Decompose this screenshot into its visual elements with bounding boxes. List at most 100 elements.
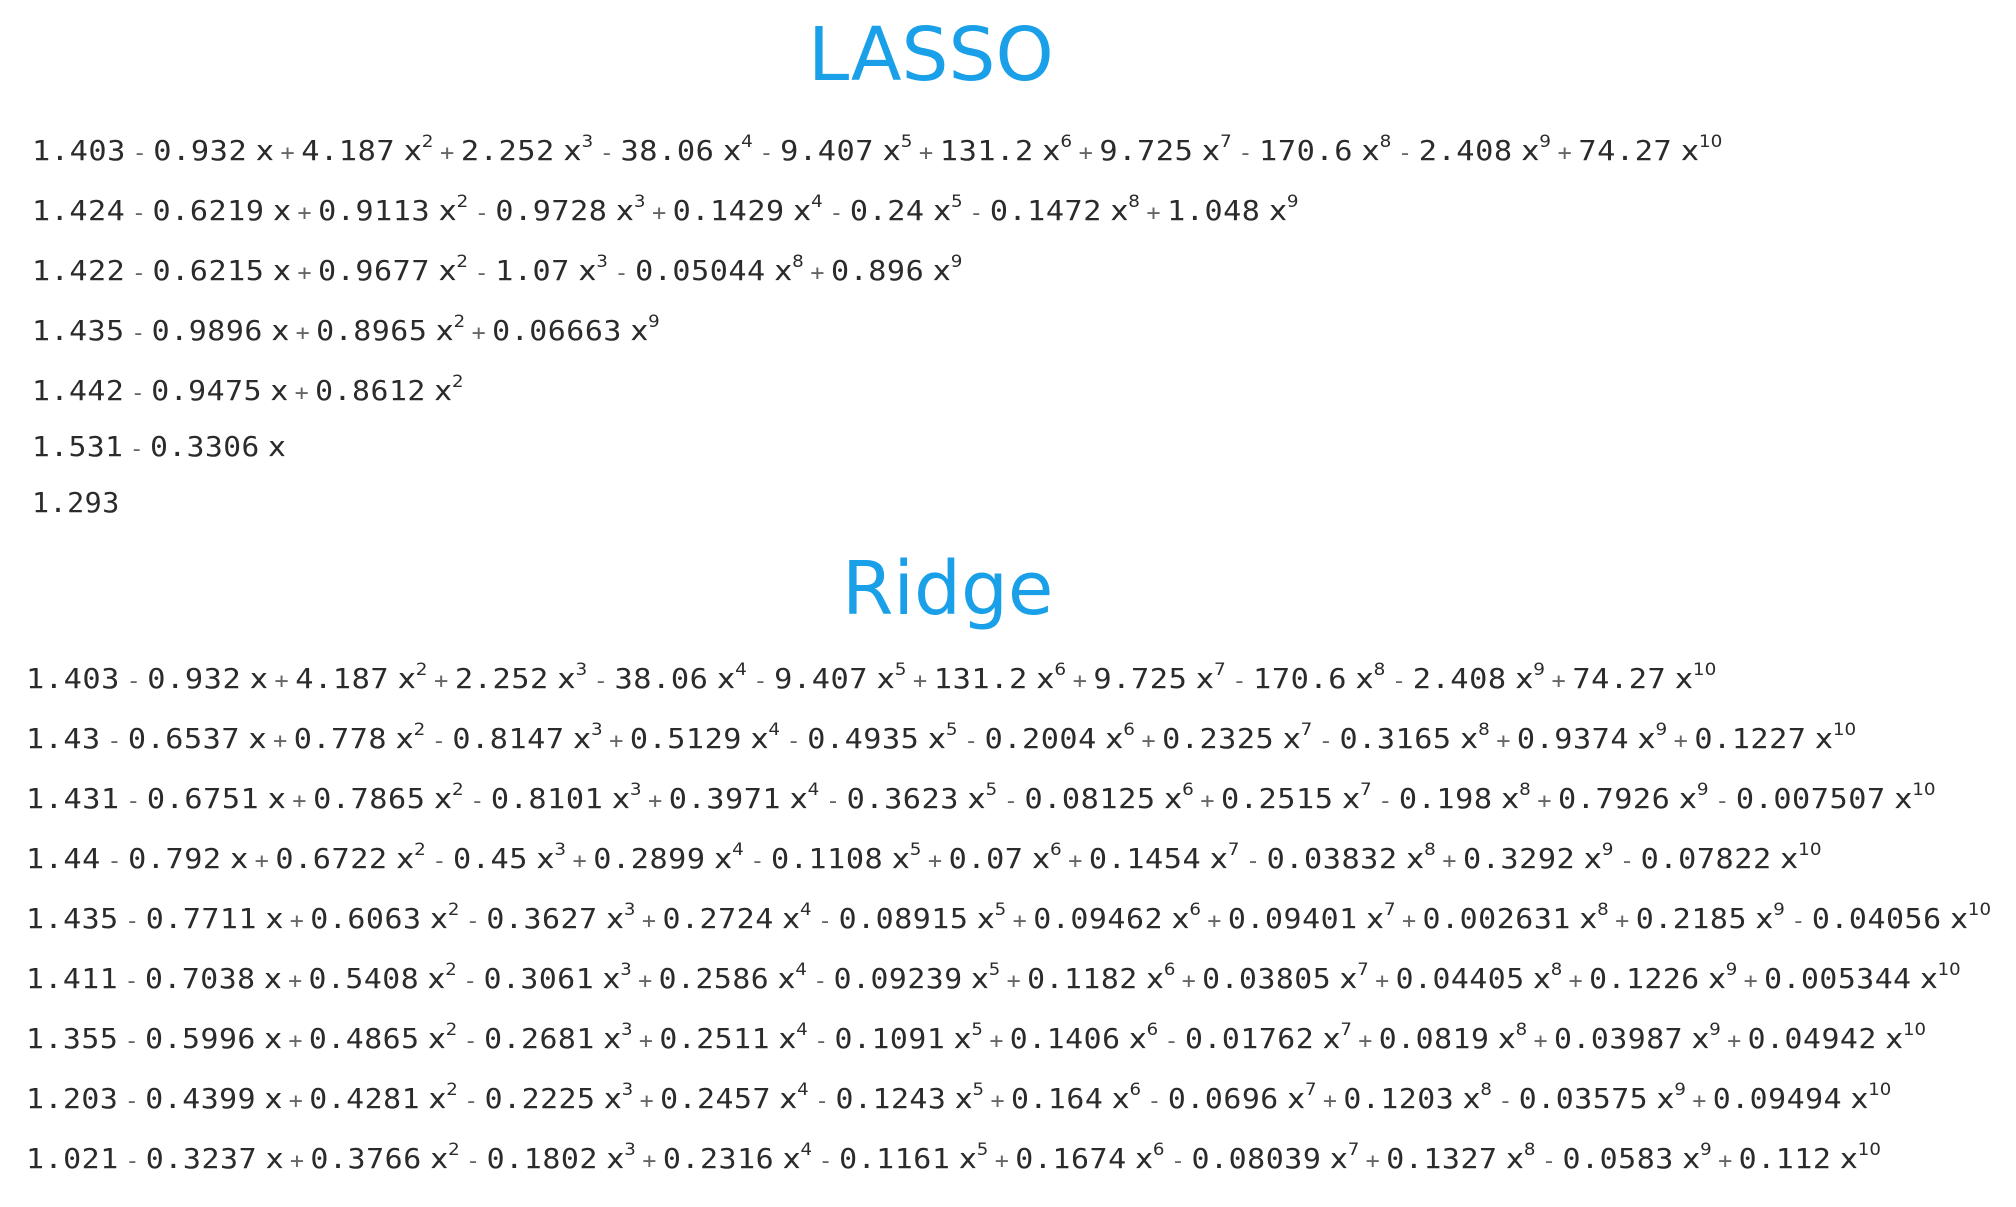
coefficient: 0.2511 — [659, 1022, 771, 1055]
coefficient: 1.411 — [26, 962, 119, 995]
variable: x — [1840, 1142, 1858, 1175]
exponent: 6 — [1129, 1080, 1142, 1100]
coefficient: 1.07 — [495, 254, 570, 287]
operator-sign: + — [1146, 201, 1161, 226]
coefficient: 0.1802 — [486, 1142, 599, 1175]
exponent: 2 — [445, 960, 457, 980]
exponent: 2 — [453, 312, 466, 332]
exponent: 9 — [1539, 132, 1551, 152]
operator-sign: + — [1537, 789, 1552, 814]
variable: x — [428, 1022, 446, 1055]
coefficient: 0.1091 — [834, 1022, 946, 1055]
coefficient: 131.2 — [933, 662, 1028, 695]
coefficient: 0.9677 — [318, 254, 431, 287]
polynomial-term: 1.531 — [32, 430, 123, 463]
coefficient: 0.2185 — [1635, 902, 1748, 935]
coefficient: 0.7711 — [145, 902, 258, 935]
exponent: 2 — [421, 132, 434, 152]
variable: x — [255, 134, 274, 167]
operator-sign: + — [1568, 969, 1583, 994]
coefficient: 2.408 — [1412, 662, 1507, 695]
operator-sign: + — [994, 1149, 1009, 1174]
operator-sign: + — [1743, 969, 1758, 994]
exponent: 10 — [1798, 840, 1822, 860]
coefficient: 2.252 — [454, 662, 549, 695]
variable: x — [273, 254, 291, 287]
variable: x — [1679, 782, 1697, 815]
variable: x — [953, 1022, 972, 1055]
variable: x — [1680, 134, 1699, 167]
operator-sign: + — [1078, 141, 1093, 166]
coefficient: 0.9374 — [1516, 722, 1630, 755]
coefficient: 9.407 — [780, 134, 875, 167]
operator-sign: - — [1238, 141, 1253, 166]
coefficient: 1.44 — [26, 842, 101, 875]
variable: x — [273, 194, 291, 227]
operator-sign: + — [1718, 1149, 1733, 1174]
exponent: 9 — [1773, 900, 1785, 920]
operator-sign: - — [814, 1029, 829, 1054]
exponent: 7 — [1359, 780, 1372, 800]
variable: x — [396, 842, 415, 875]
polynomial-term: 1.424 — [32, 194, 125, 227]
exponent: 9 — [1709, 1020, 1721, 1040]
exponent: 2 — [446, 1080, 458, 1100]
variable: x — [717, 662, 736, 695]
exponent: 3 — [624, 1140, 636, 1160]
exponent: 3 — [621, 1080, 634, 1100]
variable: x — [1894, 782, 1913, 815]
operator-sign: - — [1318, 729, 1334, 754]
operator-sign: + — [609, 729, 624, 754]
exponent: 4 — [800, 900, 812, 920]
exponent: 6 — [1060, 132, 1073, 152]
coefficient: 0.2457 — [660, 1082, 771, 1115]
variable: x — [971, 962, 989, 995]
variable: x — [1209, 842, 1228, 875]
variable: x — [882, 134, 901, 167]
operator-sign: + — [927, 849, 943, 874]
operator-sign: + — [1181, 969, 1196, 994]
exponent: 2 — [452, 372, 464, 392]
operator-sign: + — [295, 321, 310, 346]
variable: x — [438, 254, 457, 287]
exponent: 5 — [894, 660, 907, 680]
coefficient: 0.09494 — [1712, 1082, 1843, 1115]
operator-sign: + — [434, 669, 449, 694]
operator-sign: - — [463, 1029, 478, 1054]
coefficient: 0.08915 — [838, 902, 969, 935]
coefficient: 0.2681 — [484, 1022, 595, 1055]
exponent: 5 — [988, 960, 1001, 980]
polynomial-term: 1.021 — [26, 1142, 119, 1175]
coefficient: 0.1226 — [1589, 962, 1700, 995]
operator-sign: - — [124, 1089, 139, 1114]
coefficient: 0.08125 — [1024, 782, 1156, 815]
lasso-title: LASSO — [808, 12, 1054, 98]
coefficient: 0.0583 — [1562, 1142, 1674, 1175]
